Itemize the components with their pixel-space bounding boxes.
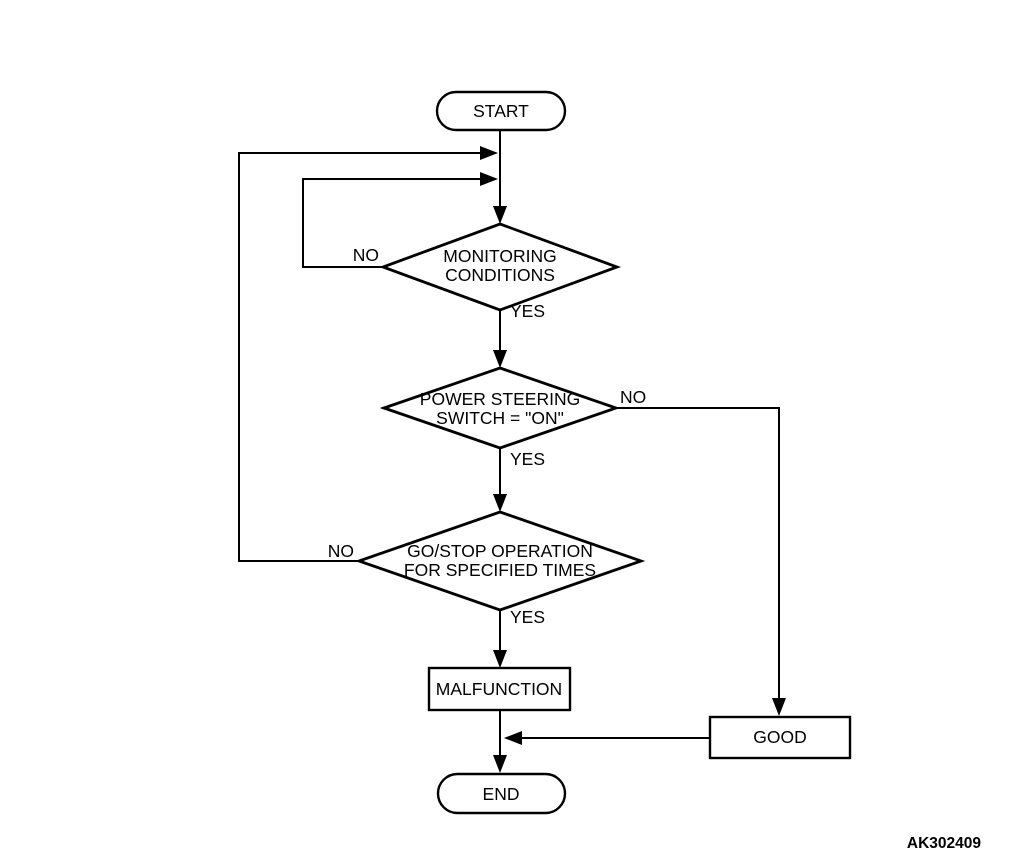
monitoring-conditions-shape <box>378 222 622 312</box>
power-steering-switch-shape <box>379 366 621 450</box>
monitoring-conditions-label-line1: MONITORING <box>443 246 556 266</box>
malfunction-label: MALFUNCTION <box>436 679 562 699</box>
arrowhead-into-monitoring <box>493 206 507 224</box>
monitoring-conditions-label-line2: CONDITIONS <box>445 265 555 285</box>
malfunction-shape <box>427 666 572 712</box>
start-shape <box>435 90 567 132</box>
go-stop-operation-label-line1: GO/STOP OPERATION <box>407 541 593 561</box>
arrowhead-monitoring-loop <box>480 172 498 186</box>
start-label: START <box>473 101 529 121</box>
edges <box>238 130 786 773</box>
node-start: START <box>435 90 567 132</box>
power-steering-switch-label-line2: SWITCH = "ON" <box>436 408 564 428</box>
node-power-steering-switch: POWER STEERING SWITCH = "ON" <box>379 366 621 450</box>
node-good: GOOD <box>708 715 852 760</box>
edge-monitoring-no-loop <box>302 178 481 268</box>
monitoring-no-label: NO <box>353 245 379 265</box>
power-steering-no-label: NO <box>620 387 646 407</box>
edge-labels: NO YES NO YES NO YES <box>328 245 647 627</box>
arrowhead-into-good <box>772 698 786 716</box>
node-end: END <box>436 772 567 815</box>
arrowhead-good-junction <box>504 731 522 745</box>
go-stop-operation-shape <box>354 510 646 612</box>
good-label: GOOD <box>753 727 806 747</box>
edge-gostop-no-loop <box>238 152 481 562</box>
go-stop-no-label: NO <box>328 541 354 561</box>
end-label: END <box>483 784 520 804</box>
arrowhead-into-malfunction <box>493 650 507 668</box>
end-shape <box>436 772 567 815</box>
arrowhead-into-powersteering <box>493 350 507 368</box>
good-shape <box>708 715 852 760</box>
arrowhead-gostop-loop <box>480 146 498 160</box>
figure-code: AK302409 <box>907 835 981 852</box>
node-malfunction: MALFUNCTION <box>427 666 572 712</box>
go-stop-yes-label: YES <box>510 607 545 627</box>
edge-powersteering-no <box>616 407 780 699</box>
go-stop-operation-label-line2: FOR SPECIFIED TIMES <box>404 560 596 580</box>
node-monitoring-conditions: MONITORING CONDITIONS <box>378 222 622 312</box>
arrowhead-into-end <box>493 755 507 773</box>
monitoring-yes-label: YES <box>510 301 545 321</box>
arrowhead-into-gostop <box>493 494 507 512</box>
power-steering-yes-label: YES <box>510 449 545 469</box>
node-go-stop-operation: GO/STOP OPERATION FOR SPECIFIED TIMES <box>354 510 646 612</box>
power-steering-switch-label-line1: POWER STEERING <box>420 389 580 409</box>
